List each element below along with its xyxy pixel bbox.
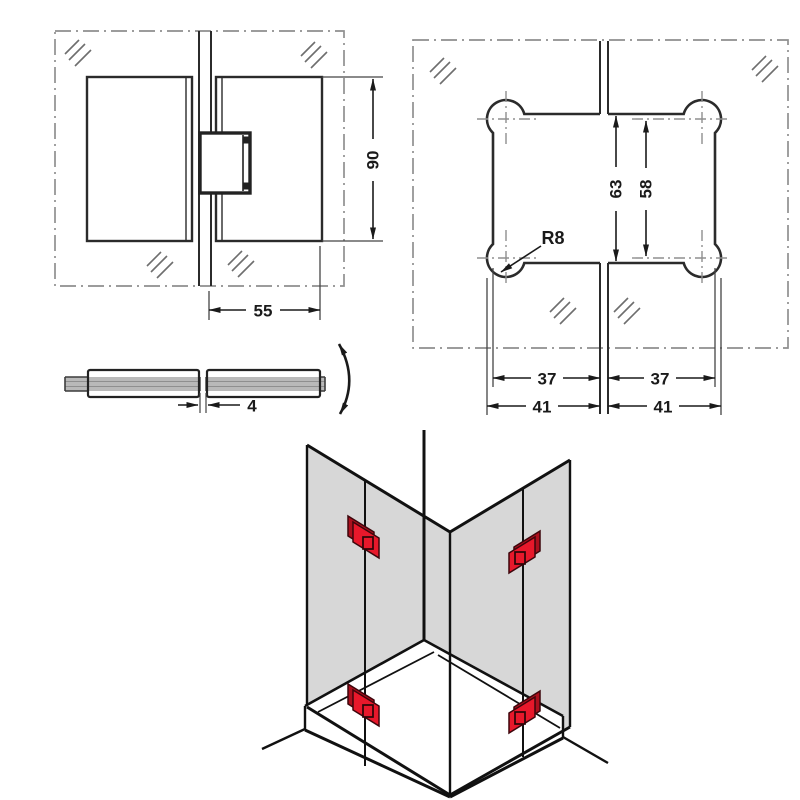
hinge-right-bottom (508, 689, 541, 735)
dim-label-37-left: 37 (538, 370, 557, 389)
radius-callout-r8: R8 (500, 228, 565, 273)
dimension-spacing-58: 58 (635, 120, 656, 257)
section-view: 4 (64, 343, 351, 416)
center-marks (477, 91, 727, 286)
cutout-left (485, 98, 600, 279)
isometric-view (261, 430, 609, 799)
hinge-left-top (347, 514, 380, 560)
dim-label-55: 55 (254, 302, 273, 321)
glass-hatch-icon (429, 55, 779, 325)
dim-label-90: 90 (364, 151, 383, 170)
dimension-height-63: 63 (605, 115, 626, 262)
wall-edges (305, 443, 572, 727)
cutout-right (608, 98, 723, 279)
dim-label-41-left: 41 (533, 398, 552, 417)
floor-line-right (562, 735, 609, 765)
dimension-gap-4: 4 (178, 393, 257, 416)
hinge-knuckle (198, 131, 252, 195)
dimension-height-90: 90 (322, 76, 383, 242)
dim-label-58: 58 (637, 180, 656, 199)
cutout-template-view: 63 58 R8 37 37 (412, 39, 789, 417)
hinge-plate-left (86, 368, 201, 399)
shower-tray (303, 638, 565, 799)
swing-arrow (337, 343, 351, 415)
floor-line-left (261, 727, 306, 751)
front-view: 90 55 (54, 30, 383, 321)
glass-edges (599, 41, 609, 414)
dim-label-63: 63 (607, 180, 626, 199)
dim-label-41-right: 41 (654, 398, 673, 417)
dimension-width-55: 55 (208, 246, 321, 321)
extension-lines (486, 268, 722, 415)
dim-label-37-right: 37 (651, 370, 670, 389)
hinge-plate-right (205, 368, 322, 399)
dimension-overall-41: 41 41 (486, 396, 722, 417)
hinge-left-bottom (347, 682, 380, 728)
hinge-right-top (508, 529, 541, 575)
dim-label-r8: R8 (541, 228, 564, 248)
glass-hatch-icon (64, 39, 328, 279)
hinge-leaf-left (85, 75, 194, 243)
dimension-notch-37: 37 37 (492, 368, 716, 389)
dim-label-4: 4 (247, 397, 257, 416)
